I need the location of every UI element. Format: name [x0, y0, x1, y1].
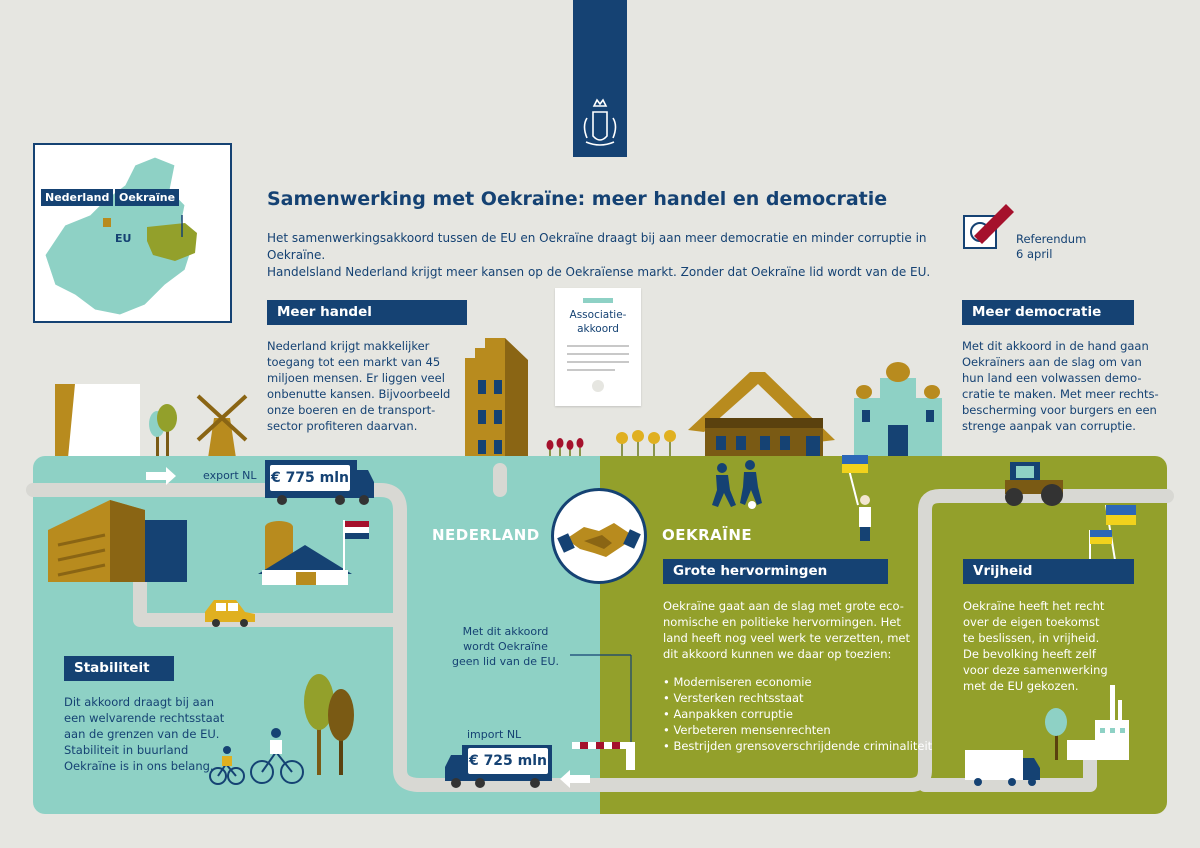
referendum-label: Referendum	[1016, 232, 1087, 246]
handshake-badge	[551, 488, 647, 584]
section-title-stabiliteit: Stabiliteit	[64, 656, 174, 681]
export-value: € 775 mln	[270, 465, 350, 491]
text-line: Oekraïne gaat aan de slag met grote eco-	[663, 599, 904, 613]
document-lines	[567, 345, 629, 392]
section-text-meer-handel: Nederland krijgt makkelijker toegang tot…	[267, 338, 450, 434]
text-line: land heeft nog veel werk te verzetten, m…	[663, 631, 910, 645]
text-line: hun land een volwassen demo-	[962, 371, 1142, 385]
document-title-line: akkoord	[577, 323, 619, 335]
document-tab	[583, 298, 613, 303]
canal-house-icon	[465, 338, 528, 470]
intro-line: Handelsland Nederland krijgt meer kansen…	[267, 265, 931, 279]
tree-icon	[1045, 708, 1067, 760]
europe-map: Nederland Oekraïne EU	[33, 143, 232, 323]
text-line: bescherming voor burgers en een	[962, 403, 1157, 417]
section-title-grote-hervormingen: Grote hervormingen	[663, 559, 888, 584]
text-line: met de EU gekozen.	[963, 679, 1079, 693]
referendum-date: 6 april	[1016, 247, 1053, 261]
reform-list: • Moderniseren economie • Versterken rec…	[663, 674, 932, 754]
windmill-icon	[196, 394, 248, 458]
section-title-meer-democratie: Meer democratie	[962, 300, 1134, 325]
car-icon	[205, 600, 255, 627]
text-line: over de eigen toekomst	[963, 615, 1100, 629]
import-value: € 725 mln	[468, 748, 548, 774]
list-item: • Verbeteren mensenrechten	[663, 723, 831, 737]
text-line: voor deze samenwerking	[963, 663, 1108, 677]
text-line: miljoen mensen. Er liggen veel	[267, 371, 445, 385]
factory-icon	[48, 500, 187, 582]
list-item: • Bestrijden grensoverschrijdende crimin…	[663, 739, 933, 753]
document-title: Associatie- akkoord	[555, 308, 641, 336]
section-title-vrijheid: Vrijheid	[963, 559, 1134, 584]
text-line: geen lid van de EU.	[452, 655, 560, 668]
text-line: te beslissen, in vrijheid.	[963, 631, 1100, 645]
text-line: onbenutte kansen. Bijvoorbeeld	[267, 387, 451, 401]
association-agreement-document: Associatie- akkoord	[555, 288, 641, 406]
tree-icon	[304, 674, 354, 775]
text-line: nomische en politieke hervormingen. Het	[663, 615, 901, 629]
football-players-icon	[712, 460, 762, 509]
list-item: • Aanpakken corruptie	[663, 707, 793, 721]
list-item: • Moderniseren economie	[663, 675, 812, 689]
text-line: dit akkoord kunnen we daar op toezien:	[663, 647, 892, 661]
page-title: Samenwerking met Oekraïne: meer handel e…	[267, 188, 888, 210]
section-text-meer-democratie: Met dit akkoord in de hand gaan Oekraïne…	[962, 338, 1159, 434]
text-line: een welvarende rechtsstaat	[64, 711, 225, 725]
tractor-icon	[1005, 462, 1063, 506]
country-label-ukraine: OEKRAÏNE	[662, 526, 753, 544]
text-line: Dit akkoord draagt bij aan	[64, 695, 215, 709]
map-label-ukraine: Oekraïne	[115, 189, 180, 206]
referendum-text: Referendum 6 april	[1016, 232, 1086, 262]
text-line: cratie te maken. Met meer rechts-	[962, 387, 1159, 401]
border-barrier-icon	[570, 654, 635, 770]
truck-icon	[965, 750, 1040, 786]
section-title-meer-handel: Meer handel	[267, 300, 467, 325]
text-line: Nederland krijgt makkelijker	[267, 339, 430, 353]
export-arrow	[146, 467, 176, 485]
export-label: export NL	[203, 469, 257, 482]
barn-icon	[258, 521, 352, 585]
referendum-ballot-icon	[963, 204, 1014, 249]
map-label-netherlands: Nederland	[41, 189, 114, 206]
text-line: Met dit akkoord	[462, 625, 549, 638]
import-label: import NL	[467, 728, 522, 741]
section-text-stabiliteit: Dit akkoord draagt bij aan een welvarend…	[64, 694, 224, 774]
import-arrow	[560, 770, 590, 788]
text-line: Oekraïne heeft het recht	[963, 599, 1105, 613]
text-line: Oekraïners aan de slag om van	[962, 355, 1142, 369]
text-line: toegang tot een markt van 45	[267, 355, 441, 369]
list-item: • Versterken rechtsstaat	[663, 691, 804, 705]
crest-icon	[583, 98, 617, 146]
factory-icon	[1067, 685, 1129, 760]
flag-ua-icon	[842, 455, 868, 506]
flag-nl-icon	[343, 520, 369, 585]
building-white-icon	[55, 384, 140, 458]
text-line: wordt Oekraïne	[463, 640, 548, 653]
text-line: Stabiliteit in buurland	[64, 743, 189, 757]
text-line: Oekraïne is in ons belang.	[64, 759, 214, 773]
text-line: onze boeren en de transport-	[267, 403, 436, 417]
country-label-netherlands: NEDERLAND	[432, 526, 540, 544]
intro-text: Het samenwerkingsakkoord tussen de EU en…	[267, 230, 947, 281]
tree-icon	[149, 404, 177, 458]
section-text-vrijheid: Oekraïne heeft het recht over de eigen t…	[963, 598, 1108, 694]
handshake-icon	[557, 523, 641, 557]
logo-bar	[573, 0, 627, 157]
text-line: De bevolking heeft zelf	[963, 647, 1096, 661]
text-line: strenge aanpak van corruptie.	[962, 419, 1136, 433]
intro-line: Het samenwerkingsakkoord tussen de EU en…	[267, 231, 927, 262]
map-label-eu: EU	[115, 232, 132, 245]
section-text-grote-hervormingen: Oekraïne gaat aan de slag met grote eco-…	[663, 598, 932, 754]
text-line: Met dit akkoord in de hand gaan	[962, 339, 1149, 353]
europe-map-graphic	[35, 145, 230, 321]
text-line: sector profiteren daarvan.	[267, 419, 418, 433]
flag-ua-icon	[1089, 504, 1136, 561]
border-note: Met dit akkoord wordt Oekraïne geen lid …	[452, 624, 559, 669]
document-title-line: Associatie-	[569, 309, 627, 321]
church-icon	[854, 362, 942, 458]
text-line: aan de grenzen van de EU.	[64, 727, 220, 741]
